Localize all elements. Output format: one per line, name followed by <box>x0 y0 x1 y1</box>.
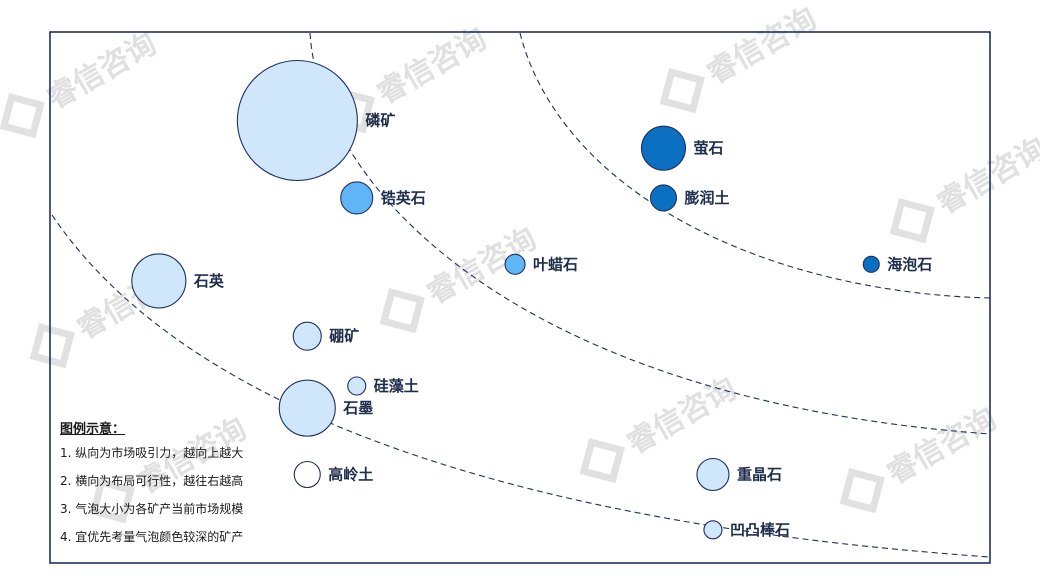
bubble-4 <box>649 184 678 212</box>
watermark-logo-icon <box>659 67 705 114</box>
watermark-text: 睿信咨询 <box>701 1 822 91</box>
watermark-text: 睿信咨询 <box>621 371 742 461</box>
bubble-2 <box>340 181 374 215</box>
bubble-3 <box>640 125 687 171</box>
bubble-1 <box>236 59 358 182</box>
watermark-logo-icon <box>839 467 885 514</box>
watermark-text: 睿信咨询 <box>881 401 1002 491</box>
bubble-label-9: 硅藻土 <box>374 377 419 395</box>
bubble-label-4: 膨润土 <box>684 189 729 207</box>
watermark-1: 睿信咨询 <box>0 26 163 139</box>
watermark-text: 睿信咨询 <box>371 21 492 111</box>
feasibility-arc-3 <box>519 32 991 299</box>
legend-line-2: 2. 横向为布局可行性，越往右越高 <box>60 474 244 488</box>
bubble-label-1: 磷矿 <box>365 112 395 130</box>
bubble-label-5: 叶蜡石 <box>533 255 578 273</box>
bubble-label-10: 石墨 <box>342 399 373 417</box>
watermark-logo-icon <box>0 92 45 139</box>
bubble-7 <box>131 253 187 309</box>
legend-line-4: 4. 宜优先考量气泡颜色较深的矿产 <box>60 530 244 544</box>
legend-line-3: 3. 气泡大小为各矿产当前市场规模 <box>60 502 244 516</box>
bubble-5 <box>504 253 526 275</box>
bubble-label-8: 硼矿 <box>329 327 359 345</box>
bubble-label-13: 凹凸棒石 <box>730 521 790 539</box>
watermark-logo-icon <box>29 322 75 369</box>
bubble-label-6: 海泡石 <box>887 255 932 273</box>
bubble-9 <box>347 376 367 396</box>
bubble-label-7: 石英 <box>193 272 225 290</box>
watermark-text: 睿信咨询 <box>931 131 1040 221</box>
bubble-label-12: 重晶石 <box>737 466 782 484</box>
bubble-8 <box>292 321 322 351</box>
bubble-12 <box>696 457 730 492</box>
legend-box: 图例示意： 1. 纵向为市场吸引力，越向上越大 2. 横向为布局可行性，越往右越… <box>60 418 310 558</box>
bubble-label-2: 锆英石 <box>381 189 426 207</box>
watermark-logo-icon <box>89 477 135 524</box>
feasibility-arc-1 <box>51 214 991 558</box>
watermark-logo-icon <box>579 437 625 484</box>
legend-line-1: 1. 纵向为市场吸引力，越向上越大 <box>60 446 244 460</box>
bubble-6 <box>862 255 880 273</box>
legend-title: 图例示意： <box>60 422 126 437</box>
watermark-4: 睿信咨询 <box>889 131 1040 244</box>
bubble-label-11: 高岭土 <box>328 466 373 484</box>
watermark-text: 睿信咨询 <box>41 26 162 116</box>
bubble-label-3: 萤石 <box>693 139 723 157</box>
watermark-logo-icon <box>379 287 425 334</box>
watermark-logo-icon <box>889 197 935 244</box>
bubble-10 <box>278 379 336 437</box>
bubble-13 <box>703 520 723 540</box>
watermark-3: 睿信咨询 <box>659 1 823 114</box>
bubble-11 <box>293 460 321 489</box>
watermark-8: 睿信咨询 <box>839 401 1003 514</box>
watermark-6: 睿信咨询 <box>379 221 543 334</box>
